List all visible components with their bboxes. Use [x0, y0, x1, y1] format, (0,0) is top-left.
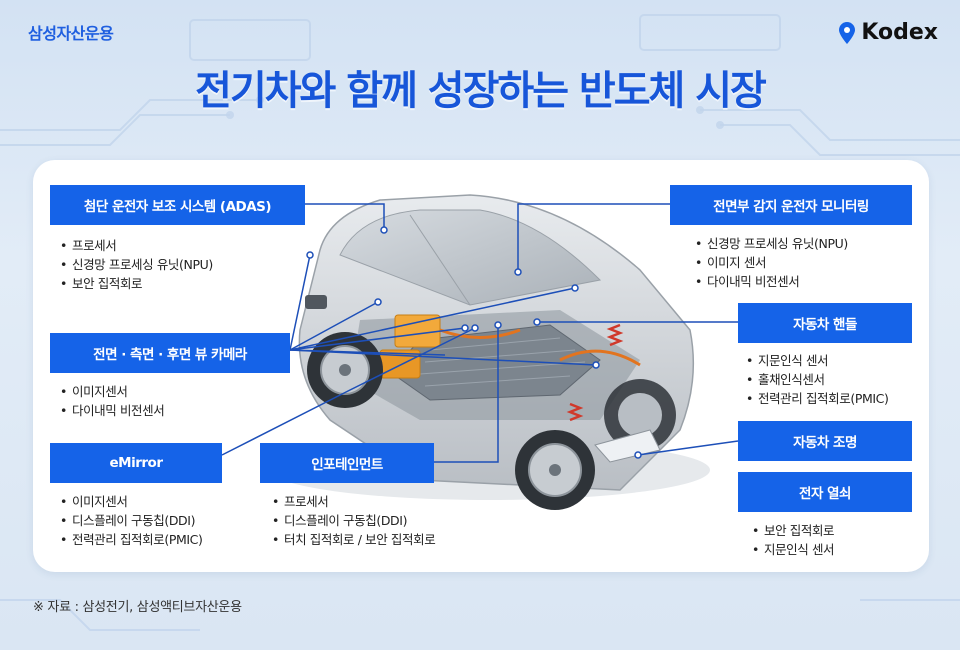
- list-item: 이미지 센서: [695, 253, 848, 272]
- badge-camera: 전면 · 측면 · 후면 뷰 카메라: [50, 333, 290, 373]
- kodex-logo: Kodex: [839, 20, 938, 45]
- badge-adas: 첨단 운전자 보조 시스템 (ADAS): [50, 185, 305, 225]
- badge-electronic-key: 전자 열쇠: [738, 472, 912, 512]
- list-adas: 프로세서 신경망 프로세싱 유닛(NPU) 보안 집적회로: [60, 236, 213, 293]
- source-note: ※ 자료 : 삼성전기, 삼성액티브자산운용: [33, 600, 242, 615]
- list-camera: 이미지센서 다이내믹 비전센서: [60, 382, 165, 420]
- list-item: 디스플레이 구동칩(DDI): [60, 511, 202, 530]
- list-infotainment: 프로세서 디스플레이 구동칩(DDI) 터치 집적회로 / 보안 집적회로: [272, 492, 436, 549]
- list-item: 다이내믹 비전센서: [695, 272, 848, 291]
- list-item: 지문인식 센서: [752, 540, 835, 559]
- list-item: 전력관리 집적회로(PMIC): [746, 389, 889, 408]
- list-item: 홀채인식센서: [746, 370, 888, 389]
- list-item: 보안 집적회로: [752, 521, 835, 540]
- badge-steering-wheel: 자동차 핸들: [738, 303, 912, 343]
- list-item: 프로세서: [60, 236, 213, 255]
- list-item: 보안 집적회로: [60, 274, 213, 293]
- badge-infotainment: 인포테인먼트: [260, 443, 434, 483]
- list-item: 전력관리 집적회로(PMIC): [60, 530, 203, 549]
- list-item: 신경망 프로세싱 유닛(NPU): [60, 255, 213, 274]
- list-steering-wheel: 지문인식 센서 홀채인식센서 전력관리 집적회로(PMIC): [746, 351, 889, 408]
- list-item: 프로세서: [272, 492, 435, 511]
- badge-driver-monitoring: 전면부 감지 운전자 모니터링: [670, 185, 912, 225]
- list-electronic-key: 보안 집적회로 지문인식 센서: [752, 521, 835, 559]
- list-item: 이미지센서: [60, 492, 202, 511]
- badge-car-lighting: 자동차 조명: [738, 421, 912, 461]
- logo-text: Kodex: [861, 20, 938, 45]
- list-item: 지문인식 센서: [746, 351, 888, 370]
- badge-emirror: eMirror: [50, 443, 222, 483]
- list-item: 이미지센서: [60, 382, 164, 401]
- page-title: 전기차와 함께 성장하는 반도체 시장: [195, 68, 767, 114]
- list-item: 다이내믹 비전센서: [60, 401, 165, 420]
- list-driver-monitoring: 신경망 프로세싱 유닛(NPU) 이미지 센서 다이내믹 비전센서: [695, 234, 848, 291]
- list-item: 디스플레이 구동칩(DDI): [272, 511, 435, 530]
- brand-name: 삼성자산운용: [28, 24, 114, 43]
- location-pin-icon: [839, 21, 856, 44]
- list-item: 터치 집적회로 / 보안 집적회로: [272, 530, 436, 549]
- list-emirror: 이미지센서 디스플레이 구동칩(DDI) 전력관리 집적회로(PMIC): [60, 492, 203, 549]
- list-item: 신경망 프로세싱 유닛(NPU): [695, 234, 848, 253]
